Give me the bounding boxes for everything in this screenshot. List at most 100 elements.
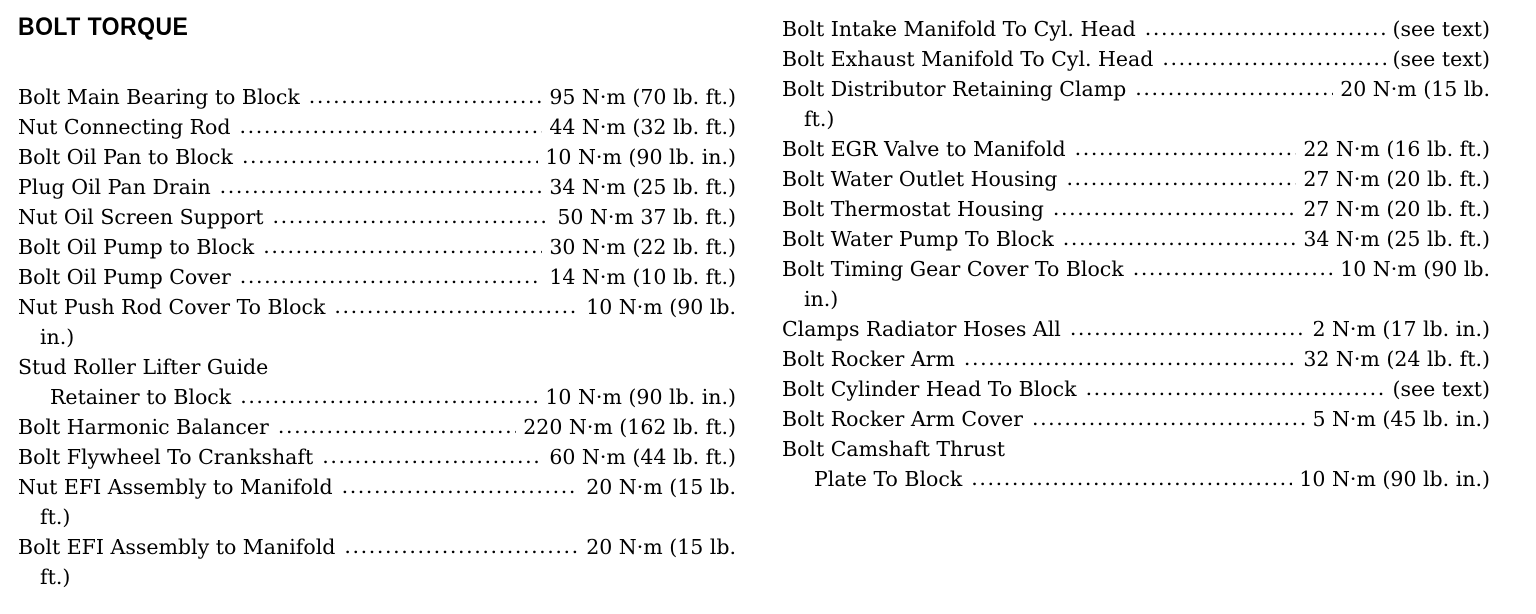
torque-entry-value: (see text) [1392,377,1490,401]
torque-entry-value: 10 N·m (90 lb. in.) [545,385,736,409]
torque-entry-value: 10 N·m (90 lb. [586,295,736,319]
dot-leader [1145,13,1386,43]
dot-leader [1135,73,1333,103]
page-title: BOLT TORQUE [18,13,189,41]
torque-entry-value: 27 N·m (20 lb. ft.) [1303,167,1490,191]
torque-entry-label: Bolt Harmonic Balancer [18,415,269,439]
torque-entry-label: Bolt Thermostat Housing [782,197,1044,221]
torque-entry-label: Nut Connecting Rod [18,115,231,139]
torque-entry-label: Plate To Block [814,467,963,491]
torque-entry-value: 60 N·m (44 lb. ft.) [549,445,736,469]
torque-entry-value: 34 N·m (25 lb. ft.) [549,175,736,199]
dot-leader [971,463,1292,493]
torque-entry-label: Plug Oil Pan Drain [18,175,211,199]
torque-entry-label: Nut EFI Assembly to Manifold [18,475,333,499]
dot-leader [1070,313,1306,343]
dot-leader [240,381,538,411]
torque-entry-value: 27 N·m (20 lb. ft.) [1303,197,1490,221]
torque-entry-value: 95 N·m (70 lb. ft.) [549,85,736,109]
torque-entry-label: Bolt Water Outlet Housing [782,167,1058,191]
dot-leader [278,411,516,441]
torque-entry: Nut Connecting Rod 44 N·m (32 lb. ft.) [18,112,736,142]
torque-entry: Plug Oil Pan Drain 34 N·m (25 lb. ft.) [18,172,736,202]
torque-entry: Bolt Water Outlet Housing 27 N·m (20 lb. … [782,164,1490,194]
torque-entry-value: 30 N·m (22 lb. ft.) [549,235,736,259]
torque-entry-value: 20 N·m (15 lb. [586,535,736,559]
torque-list-left-column: Bolt Main Bearing to Block 95 N·m (70 lb.… [18,82,736,592]
torque-entry-label: Bolt Water Pump To Block [782,227,1054,251]
torque-entry-label: Bolt Intake Manifold To Cyl. Head [782,17,1136,41]
torque-entry-value: 5 N·m (45 lb. in.) [1312,407,1490,431]
torque-entry-label: Bolt Camshaft Thrust [782,437,1005,461]
torque-entry: Nut EFI Assembly to Manifold 20 N·m (15 l… [18,472,736,502]
torque-entry-label: Bolt Timing Gear Cover To Block [782,257,1124,281]
torque-entry-value: 10 N·m (90 lb. [1340,257,1490,281]
torque-entry: Nut Oil Screen Support 50 N·m 37 lb. ft.) [18,202,736,232]
torque-entry-label: Bolt Exhaust Manifold To Cyl. Head [782,47,1154,71]
torque-entry-value: 2 N·m (17 lb. in.) [1312,317,1490,341]
dot-leader [220,171,543,201]
dot-leader [344,531,579,561]
dot-leader [242,141,538,171]
torque-entry-value: 44 N·m (32 lb. ft.) [549,115,736,139]
torque-entry-label: Bolt Cylinder Head To Block [782,377,1077,401]
torque-entry: Bolt Harmonic Balancer 220 N·m (162 lb. f… [18,412,736,442]
torque-entry-value: 20 N·m (15 lb. [586,475,736,499]
torque-entry-continuation: in.) [804,287,839,311]
torque-entry-value: 50 N·m 37 lb. ft.) [557,205,736,229]
dot-leader [1066,163,1296,193]
dot-leader [1086,373,1386,403]
torque-entry-value: (see text) [1392,47,1490,71]
torque-entry: Bolt Oil Pump to Block 30 N·m (22 lb. ft.… [18,232,736,262]
torque-entry-label: Bolt Oil Pump to Block [18,235,255,259]
torque-entry-label: Bolt Main Bearing to Block [18,85,300,109]
torque-entry: Bolt Distributor Retaining Clamp 20 N·m (… [782,74,1490,104]
torque-entry-label: Bolt EFI Assembly to Manifold [18,535,336,559]
torque-entry: Bolt Exhaust Manifold To Cyl. Head (see t… [782,44,1490,74]
torque-entry-value: 22 N·m (16 lb. ft.) [1303,137,1490,161]
dot-leader [263,231,542,261]
torque-entry-label: Bolt Oil Pan to Block [18,145,233,169]
dot-leader [1032,403,1305,433]
torque-entry: Bolt Timing Gear Cover To Block 10 N·m (9… [782,254,1490,284]
torque-entry-label: Bolt Distributor Retaining Clamp [782,77,1127,101]
dot-leader [1162,43,1385,73]
torque-entry: Bolt Cylinder Head To Block (see text) [782,374,1490,404]
torque-entry-continuation: in.) [40,325,75,349]
torque-entry-label: Retainer to Block [50,385,232,409]
torque-entry-label: Bolt Flywheel To Crankshaft [18,445,314,469]
torque-entry: Bolt Rocker Arm 32 N·m (24 lb. ft.) [782,344,1490,374]
torque-entry-value: 10 N·m (90 lb. in.) [1299,467,1490,491]
torque-entry-label: Bolt Rocker Arm Cover [782,407,1023,431]
dot-leader [342,471,580,501]
torque-entry: Bolt Thermostat Housing 27 N·m (20 lb. ft… [782,194,1490,224]
torque-entry-label: Clamps Radiator Hoses All [782,317,1061,341]
torque-entry-value: 32 N·m (24 lb. ft.) [1303,347,1490,371]
torque-entry: Bolt EGR Valve to Manifold22 N·m (16 lb.… [782,134,1490,164]
torque-entry-value: 20 N·m (15 lb. [1340,77,1490,101]
dot-leader [273,201,551,231]
torque-entry-continuation: ft.) [804,107,835,131]
torque-entry: Bolt Water Pump To Block 34 N·m (25 lb. f… [782,224,1490,254]
torque-entry-label: Nut Oil Screen Support [18,205,264,229]
dot-leader [309,81,543,111]
dot-leader [240,261,543,291]
torque-entry-label: Bolt Rocker Arm [782,347,955,371]
torque-entry-value: 34 N·m (25 lb. ft.) [1303,227,1490,251]
torque-entry-value: 14 N·m (10 lb. ft.) [549,265,736,289]
torque-entry-continuation: ft.) [40,505,71,529]
dot-leader [1063,223,1297,253]
torque-entry-label: Stud Roller Lifter Guide [18,355,269,379]
torque-entry: Bolt Intake Manifold To Cyl. Head (see te… [782,14,1490,44]
torque-entry-continuation: ft.) [40,565,71,589]
dot-leader [239,111,542,141]
torque-entry-value: 10 N·m (90 lb. in.) [545,145,736,169]
torque-entry-label: Nut Push Rod Cover To Block [18,295,326,319]
dot-leader [964,343,1296,373]
torque-entry-value: (see text) [1392,17,1490,41]
torque-entry: Plate To Block 10 N·m (90 lb. in.) [782,464,1490,494]
torque-entry: Bolt Main Bearing to Block 95 N·m (70 lb.… [18,82,736,112]
dot-leader [1075,133,1297,163]
torque-entry-value: 220 N·m (162 lb. ft.) [523,415,736,439]
torque-entry: Bolt Oil Pump Cover14 N·m (10 lb. ft.) [18,262,736,292]
